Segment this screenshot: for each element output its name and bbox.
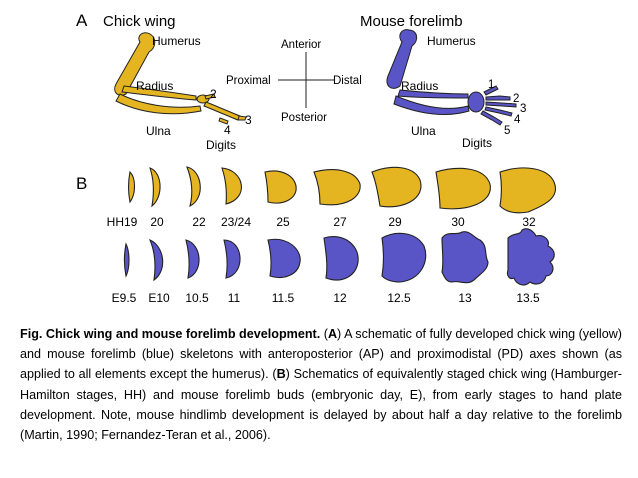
mouse-ulna bbox=[393, 95, 470, 116]
caption-letter-b: B bbox=[276, 367, 286, 382]
chick-bud-25 bbox=[264, 170, 297, 204]
mouse-bud-12 bbox=[323, 236, 359, 281]
caption-paren-open-a: ( bbox=[320, 327, 328, 341]
chick-stage-label: 20 bbox=[150, 215, 164, 229]
chick-stage-label: 30 bbox=[451, 215, 465, 229]
mouse-digit-number-1: 1 bbox=[488, 79, 494, 91]
caption-text-a: A schematic of fully developed chick win… bbox=[20, 327, 622, 382]
mouse-digits-label: Digits bbox=[462, 136, 492, 150]
mouse-humerus bbox=[386, 29, 418, 89]
mouse-carpals bbox=[467, 91, 485, 113]
chick-humerus bbox=[114, 32, 156, 96]
chick-stage-label: HH19 bbox=[107, 215, 138, 229]
mouse-digit-5 bbox=[480, 110, 503, 126]
mouse-bud-e9-5 bbox=[123, 242, 130, 278]
mouse-digit-2 bbox=[485, 95, 511, 101]
chick-bud-27 bbox=[313, 169, 361, 206]
chick-bud-23-24 bbox=[221, 167, 242, 205]
chick-limb-buds bbox=[127, 166, 556, 214]
mouse-forelimb-skeleton bbox=[386, 29, 517, 126]
chick-ulna bbox=[115, 93, 202, 115]
mouse-stage-label: 13 bbox=[458, 291, 472, 305]
caption-title: Fig. Chick wing and mouse forelimb devel… bbox=[20, 327, 321, 341]
chick-stage-label: 32 bbox=[522, 215, 536, 229]
mouse-digit-number-2: 2 bbox=[513, 93, 519, 105]
chick-digit-number-2: 2 bbox=[210, 87, 217, 101]
chick-bud-hh19 bbox=[127, 170, 136, 204]
mouse-stage-label: E10 bbox=[148, 291, 170, 305]
chick-digit-2 bbox=[204, 93, 216, 100]
chick-digit-3 bbox=[237, 115, 247, 121]
mouse-ulna-label: Ulna bbox=[411, 124, 436, 138]
limb-development-figure: A Chick wing Humerus Radius Ulna Digits … bbox=[76, 11, 556, 305]
caption-text-b: Schematics of equivalently staged chick … bbox=[20, 367, 622, 443]
chick-stage-label: 23/24 bbox=[221, 215, 251, 229]
mouse-stage-label: 10.5 bbox=[185, 291, 209, 305]
mouse-humerus-label: Humerus bbox=[427, 34, 476, 48]
mouse-stage-label: 13.5 bbox=[516, 291, 540, 305]
mouse-stage-label: 12 bbox=[333, 291, 347, 305]
panel-b-letter: B bbox=[76, 174, 87, 193]
chick-stage-labels: HH19 20 22 23/24 25 27 29 30 32 bbox=[107, 215, 536, 229]
mouse-digit-number-4: 4 bbox=[514, 114, 521, 126]
axis-anterior-label: Anterior bbox=[281, 39, 321, 51]
panel-a-letter: A bbox=[76, 11, 88, 30]
mouse-digit-number-3: 3 bbox=[520, 103, 526, 115]
figure-caption: Fig. Chick wing and mouse forelimb devel… bbox=[20, 324, 622, 445]
mouse-digit-3 bbox=[485, 101, 517, 108]
chick-digit-number-3: 3 bbox=[245, 113, 252, 127]
chick-wing-skeleton bbox=[114, 32, 247, 125]
mouse-stage-labels: E9.5 E10 10.5 11 11.5 12 12.5 13 13.5 bbox=[112, 291, 540, 305]
caption-paren-open-b: ( bbox=[268, 367, 277, 382]
mouse-stage-label: 11.5 bbox=[272, 291, 295, 305]
chick-ulna-label: Ulna bbox=[146, 124, 171, 138]
caption-paren-close-b: ) bbox=[285, 367, 294, 382]
chick-bud-22 bbox=[186, 166, 201, 208]
chick-stage-label: 25 bbox=[276, 215, 290, 229]
caption-letter-a: A bbox=[327, 327, 338, 341]
mouse-bud-12-5 bbox=[381, 232, 427, 283]
chick-bud-32 bbox=[499, 167, 556, 214]
chick-stage-label: 27 bbox=[333, 215, 347, 229]
chick-stage-label: 22 bbox=[192, 215, 206, 229]
axis-posterior-label: Posterior bbox=[281, 112, 327, 124]
mouse-radius-label: Radius bbox=[401, 79, 438, 93]
caption-paren-close-a: ) bbox=[337, 327, 345, 341]
mouse-bud-13 bbox=[441, 231, 489, 284]
mouse-stage-label: 11 bbox=[228, 291, 241, 305]
mouse-digit-number-5: 5 bbox=[504, 125, 510, 137]
chick-digit-4 bbox=[218, 117, 229, 125]
mouse-bud-10-5 bbox=[185, 239, 200, 279]
chick-wing-title: Chick wing bbox=[103, 13, 176, 30]
chick-digit-number-4: 4 bbox=[224, 123, 231, 137]
mouse-stage-label: 12.5 bbox=[387, 291, 411, 305]
chick-stage-label: 29 bbox=[388, 215, 402, 229]
mouse-bud-11-5 bbox=[267, 238, 301, 279]
mouse-bud-11 bbox=[223, 239, 241, 279]
mouse-digit-4 bbox=[484, 106, 513, 117]
mouse-digit-1 bbox=[483, 85, 499, 96]
chick-digits-label: Digits bbox=[206, 138, 236, 152]
chick-radius-label: Radius bbox=[136, 79, 173, 93]
chick-bud-30 bbox=[435, 167, 491, 210]
chick-bud-29 bbox=[371, 166, 422, 208]
mouse-bud-e10 bbox=[148, 238, 164, 282]
axis-distal-label: Distal bbox=[333, 75, 362, 87]
mouse-stage-label: E9.5 bbox=[112, 291, 137, 305]
axes-cross bbox=[278, 52, 334, 108]
mouse-bud-13-5 bbox=[506, 228, 555, 286]
mouse-forelimb-title: Mouse forelimb bbox=[360, 13, 463, 30]
chick-bud-20 bbox=[149, 167, 161, 208]
axis-proximal-label: Proximal bbox=[226, 75, 271, 87]
chick-humerus-label: Humerus bbox=[152, 34, 201, 48]
chick-radius bbox=[121, 85, 197, 101]
chick-metacarpal bbox=[203, 101, 241, 121]
mouse-limb-buds bbox=[123, 228, 555, 286]
mouse-radius bbox=[397, 89, 469, 99]
